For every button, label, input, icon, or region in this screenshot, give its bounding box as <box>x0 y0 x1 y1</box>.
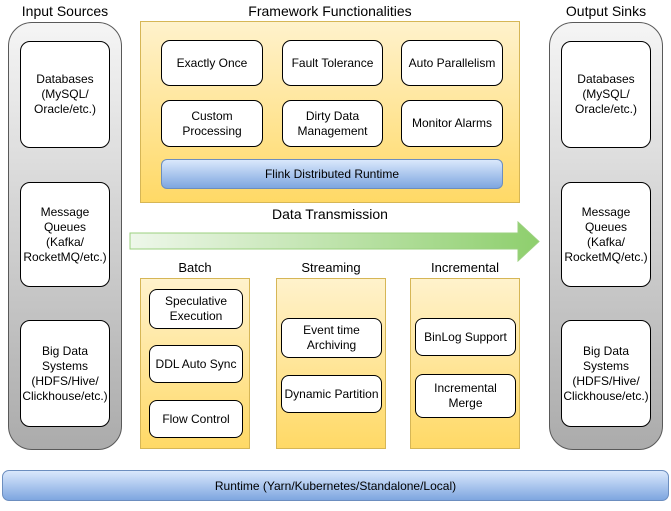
data-transmission-arrow <box>129 221 540 262</box>
input-sources-container: Databases (MySQL/ Oracle/etc.) Message Q… <box>8 22 122 450</box>
output-node-message-queues: Message Queues (Kafka/ RocketMQ/etc.) <box>561 182 651 287</box>
output-node-big-data: Big Data Systems (HDFS/Hive/ Clickhouse/… <box>561 320 651 427</box>
arrow-shape <box>129 221 540 262</box>
streaming-node-dynamic-partition: Dynamic Partition <box>281 375 382 413</box>
batch-label: Batch <box>178 260 212 275</box>
framework-node-custom-processing: Custom Processing <box>161 100 263 147</box>
incremental-node-binlog-support: BinLog Support <box>415 318 516 356</box>
streaming-node-event-time-archiving: Event time Archiving <box>281 318 382 358</box>
output-node-databases: Databases (MySQL/ Oracle/etc.) <box>561 41 651 148</box>
incremental-label: Incremental <box>431 260 499 275</box>
framework-panel: Exactly Once Fault Tolerance Auto Parall… <box>140 21 520 203</box>
framework-node-dirty-data-management: Dirty Data Management <box>282 100 383 147</box>
data-transmission-label: Data Transmission <box>272 206 388 222</box>
batch-node-flow-control: Flow Control <box>149 400 243 438</box>
input-node-message-queues: Message Queues (Kafka/ RocketMQ/etc.) <box>20 182 110 287</box>
input-node-big-data: Big Data Systems (HDFS/Hive/ Clickhouse/… <box>20 320 110 427</box>
flink-distributed-runtime-bar: Flink Distributed Runtime <box>161 159 503 189</box>
input-sources-title: Input Sources <box>21 3 109 19</box>
framework-node-auto-parallelism: Auto Parallelism <box>401 40 503 86</box>
framework-node-exactly-once: Exactly Once <box>161 40 263 86</box>
batch-panel: Speculative Execution DDL Auto Sync Flow… <box>140 278 250 449</box>
batch-node-ddl-auto-sync: DDL Auto Sync <box>149 345 243 383</box>
batch-node-speculative-execution: Speculative Execution <box>149 289 243 329</box>
input-node-databases: Databases (MySQL/ Oracle/etc.) <box>20 41 110 148</box>
output-sinks-container: Databases (MySQL/ Oracle/etc.) Message Q… <box>549 22 663 450</box>
streaming-panel: Event time Archiving Dynamic Partition <box>276 278 386 449</box>
output-sinks-title: Output Sinks <box>565 3 647 19</box>
framework-node-monitor-alarms: Monitor Alarms <box>401 100 503 147</box>
streaming-label: Streaming <box>301 260 361 275</box>
framework-node-fault-tolerance: Fault Tolerance <box>282 40 383 86</box>
incremental-panel: BinLog Support Incremental Merge <box>410 278 520 449</box>
incremental-node-incremental-merge: Incremental Merge <box>415 374 516 418</box>
runtime-bar: Runtime (Yarn/Kubernetes/Standalone/Loca… <box>2 470 669 501</box>
framework-title: Framework Functionalities <box>248 3 412 19</box>
